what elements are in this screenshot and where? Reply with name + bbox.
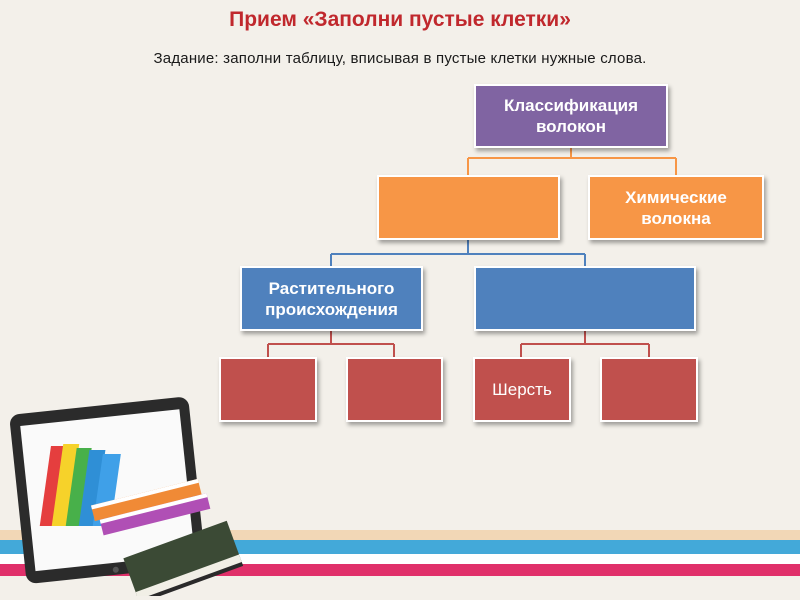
- level3-box-c: Шерсть: [473, 357, 571, 422]
- stripe-white: [0, 554, 800, 564]
- level3-box-b[interactable]: [346, 357, 443, 422]
- connector-level1-level2: [330, 240, 586, 266]
- level1-right-label: Химические волокна: [625, 187, 727, 228]
- root-box: Классификация волокон: [474, 84, 668, 148]
- level2-left-box: Растительного происхождения: [240, 266, 423, 331]
- level1-right-box: Химические волокна: [588, 175, 764, 240]
- connector-level2right-level3: [520, 330, 650, 357]
- level2-left-label: Растительного происхождения: [265, 278, 398, 319]
- level3-label-c: Шерсть: [492, 380, 552, 399]
- level3-box-a[interactable]: [219, 357, 317, 422]
- level1-left-box[interactable]: [377, 175, 560, 240]
- stripe-beige: [0, 530, 800, 540]
- level2-right-box[interactable]: [474, 266, 696, 331]
- tablet-with-books-icon: [10, 397, 244, 596]
- task-text: Задание: заполни таблицу, вписывая в пус…: [153, 50, 647, 67]
- connector-root-level1: [467, 148, 677, 175]
- connector-level2left-level3: [267, 330, 395, 357]
- page-title: Прием «Заполни пустые клетки»: [229, 8, 571, 31]
- level3-box-d[interactable]: [600, 357, 698, 422]
- root-box-label: Классификация волокон: [503, 96, 639, 136]
